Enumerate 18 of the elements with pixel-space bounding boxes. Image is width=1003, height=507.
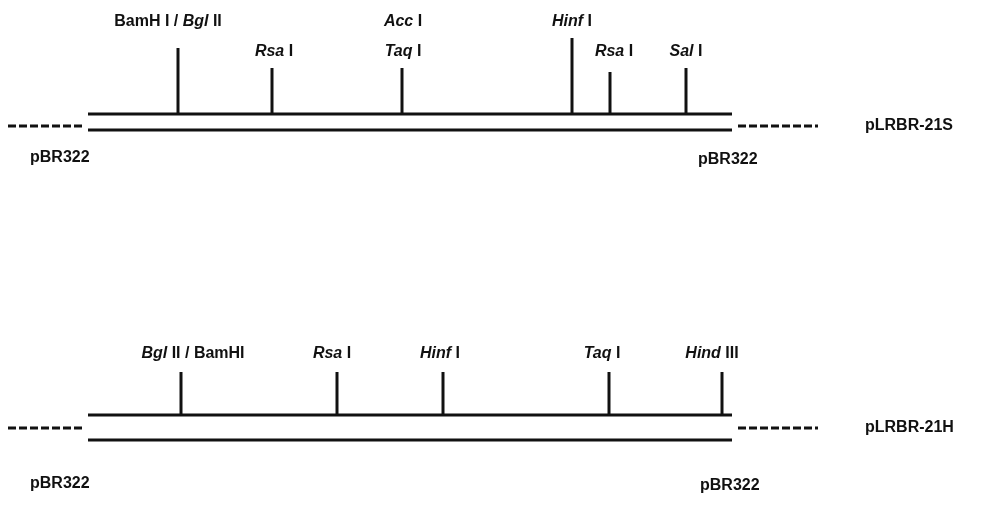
restriction-site-label: BamH I / Bgl II: [114, 12, 222, 30]
restriction-site-label: Rsa I: [594, 42, 634, 60]
plasmid-name: pLRBR-21H: [865, 418, 954, 436]
restriction-site-label: Sal I: [669, 42, 703, 60]
plasmid-name: pLRBR-21S: [865, 116, 953, 134]
restriction-site-label: Taq I: [583, 344, 621, 362]
vector-label: pBR322: [30, 148, 90, 166]
restriction-site-label: Hinf I: [420, 344, 460, 362]
vector-label: pBR322: [30, 474, 90, 492]
restriction-site-label: Hind III: [685, 344, 739, 362]
restriction-site-label: Rsa I: [312, 344, 352, 362]
restriction-site-label: Taq I: [384, 42, 422, 60]
vector-label: pBR322: [698, 150, 758, 168]
restriction-site-label: Hinf I: [552, 12, 592, 30]
vector-label: pBR322: [700, 476, 760, 494]
restriction-site-label: Acc I: [383, 12, 423, 30]
restriction-site-label: Rsa I: [254, 42, 294, 60]
restriction-site-label: Bgl II / BamHI: [141, 344, 245, 362]
